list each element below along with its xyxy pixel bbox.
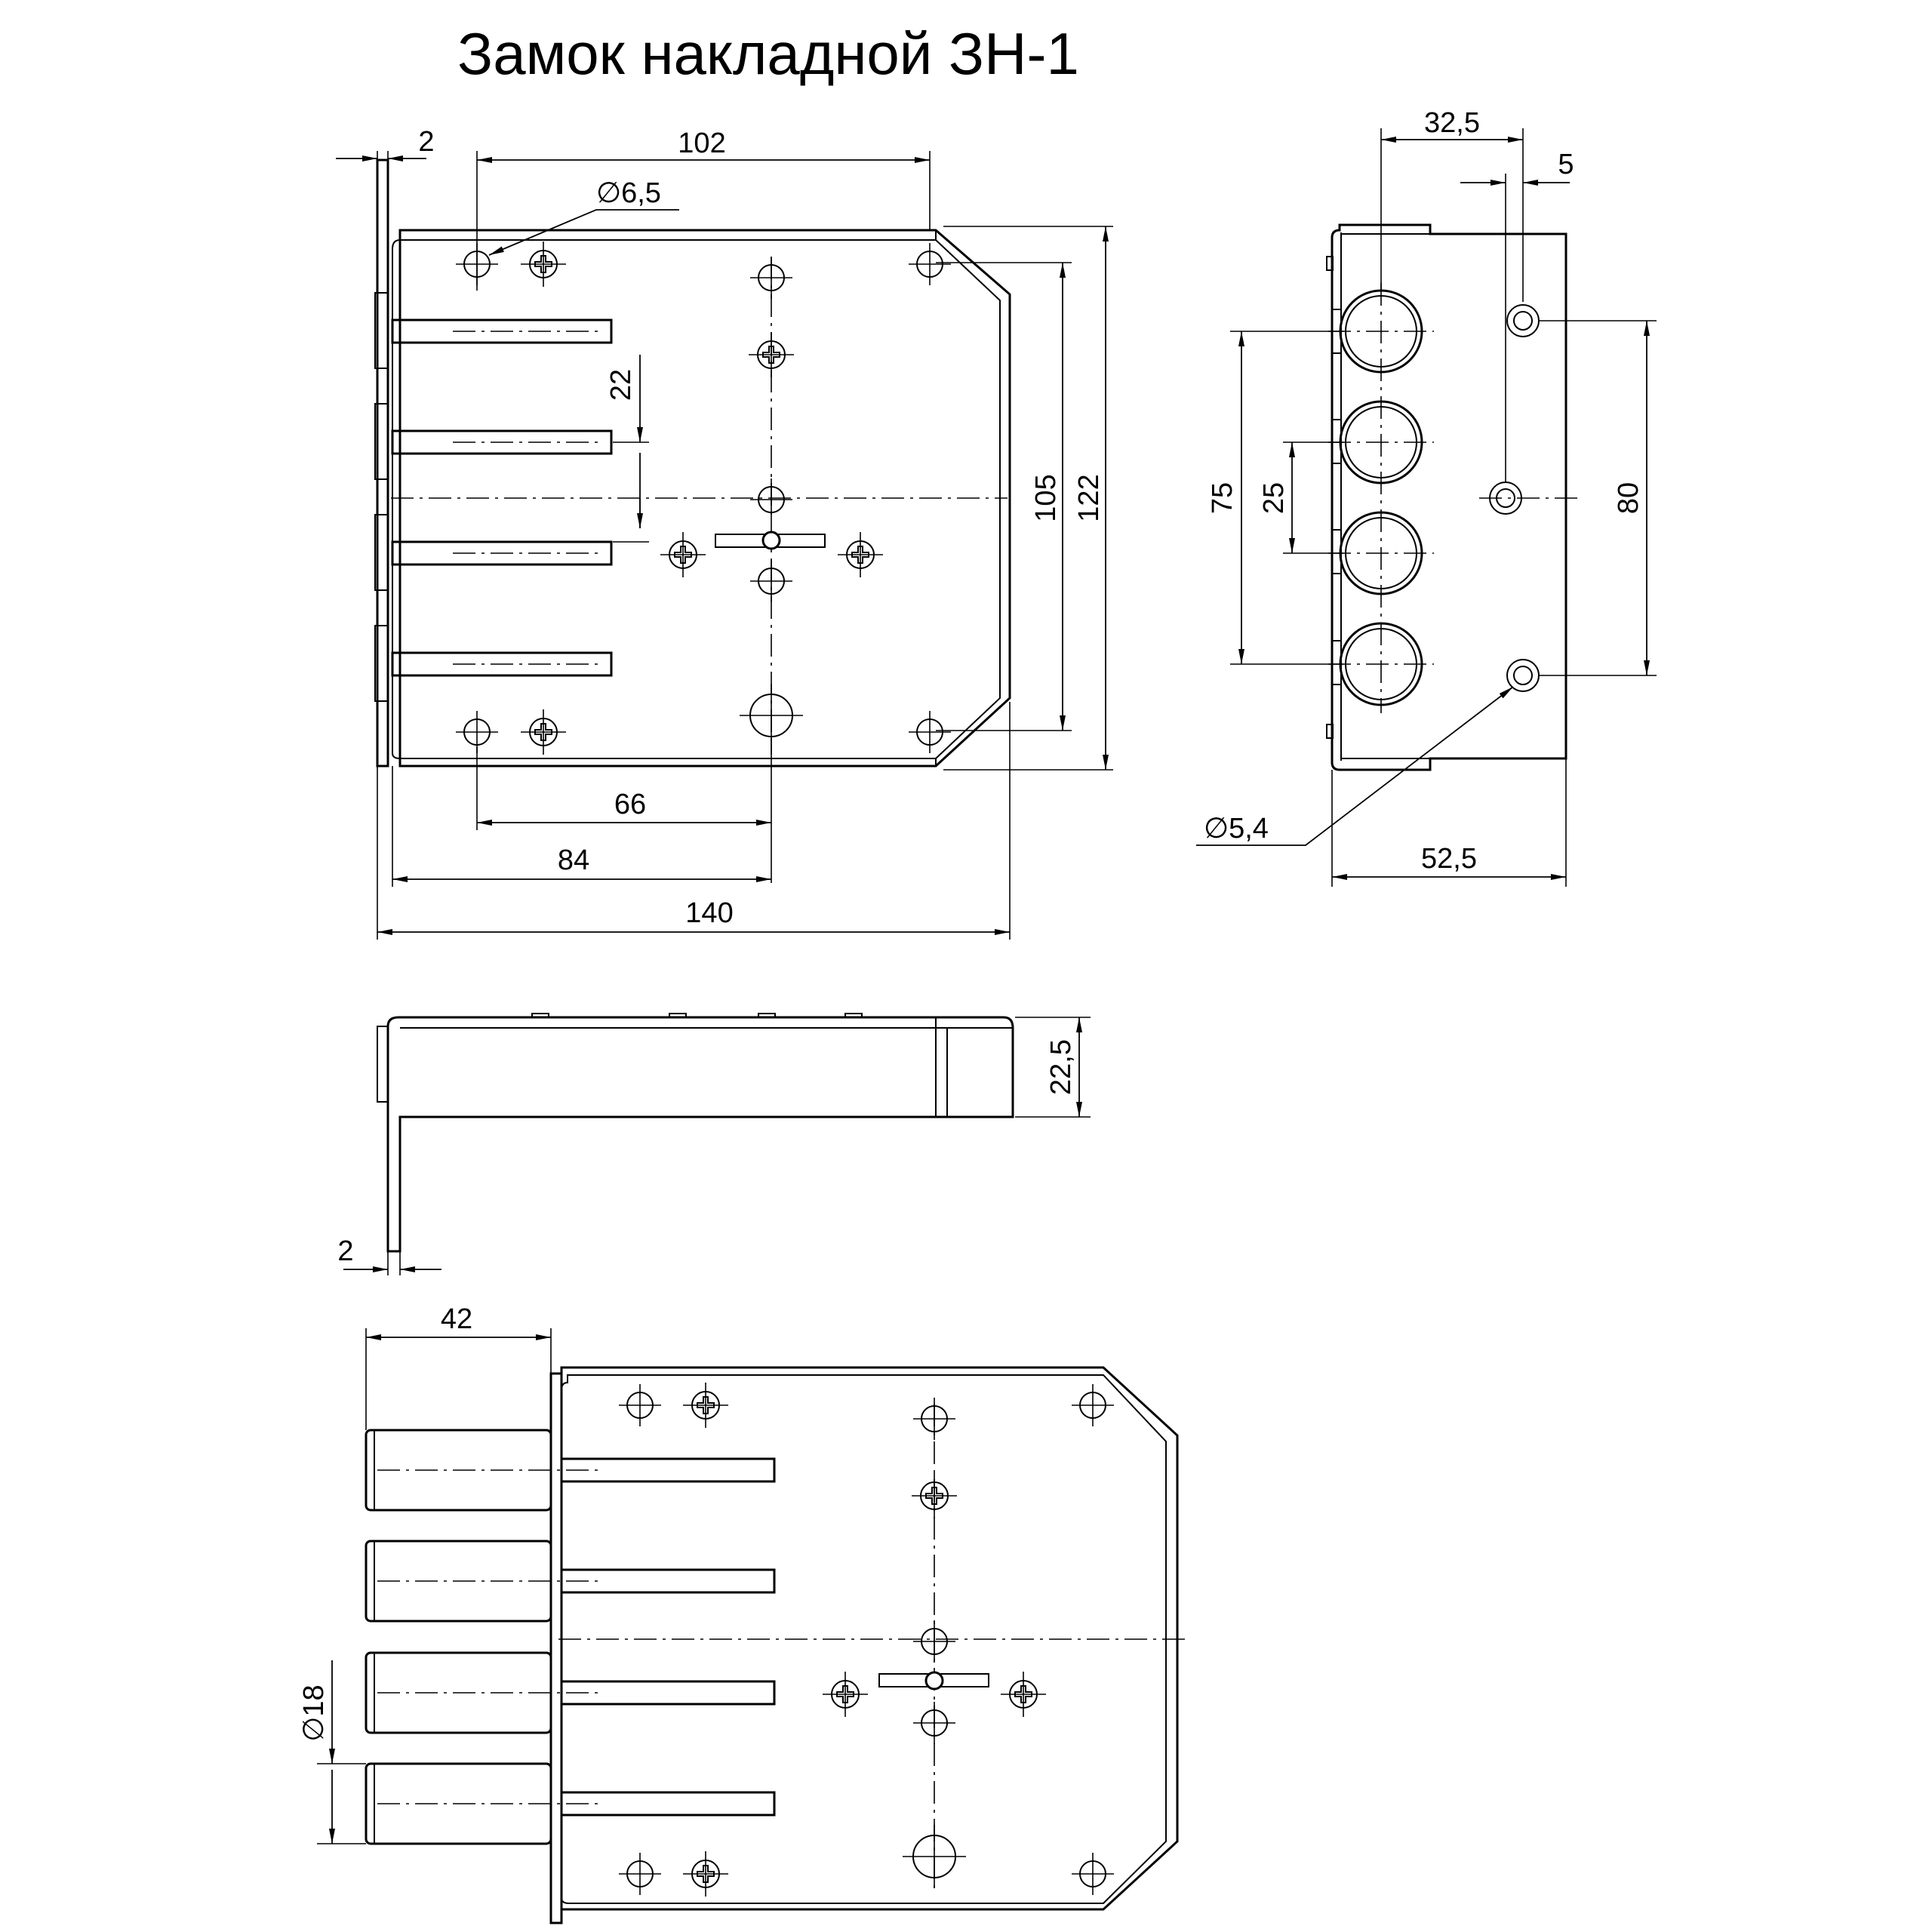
side-bolt-ends xyxy=(1328,283,1434,713)
latch-lever xyxy=(715,531,826,550)
dim-pitch: 32,5 xyxy=(1424,107,1480,139)
small-hole xyxy=(912,1620,956,1663)
top-body-outline xyxy=(386,1016,1014,1253)
dim-top-width: 102 xyxy=(678,128,725,159)
screw xyxy=(660,531,706,578)
dim-mount-dia: ∅5,4 xyxy=(1204,813,1269,844)
screw xyxy=(837,531,884,578)
screw xyxy=(822,1671,869,1718)
mount-hole xyxy=(1071,1383,1115,1427)
front-flange xyxy=(376,158,389,768)
side-mount-holes xyxy=(1479,304,1581,692)
dim-to-key-66: 66 xyxy=(614,789,646,820)
extended-bolts xyxy=(365,1429,776,1845)
small-hole xyxy=(749,559,793,603)
dim-to-key-84: 84 xyxy=(558,844,589,876)
dim-top-flange: 2 xyxy=(337,1235,353,1267)
dim-bolt-dia: ∅18 xyxy=(298,1684,330,1741)
dim-bolt-spacing: 22 xyxy=(605,369,637,401)
dim-thickness: 22,5 xyxy=(1045,1039,1077,1095)
mount-hole xyxy=(908,710,952,754)
side-body-outline xyxy=(1331,223,1567,771)
mount-hole xyxy=(618,1852,662,1896)
small-hole xyxy=(749,478,793,521)
dim-bolt-throw: 42 xyxy=(441,1303,472,1335)
dim-span-75: 75 xyxy=(1207,482,1238,514)
side-view: 32,5 5 75 25 80 ∅5,4 xyxy=(1196,107,1657,887)
mount-hole xyxy=(455,710,499,754)
dim-offset: 5 xyxy=(1558,149,1574,180)
screw xyxy=(1000,1671,1047,1718)
small-hole xyxy=(912,1397,956,1441)
dim-total-width: 140 xyxy=(685,897,733,929)
dim-flange: 2 xyxy=(418,126,434,158)
dim-depth: 52,5 xyxy=(1421,843,1477,875)
screw xyxy=(682,1382,729,1429)
screw xyxy=(911,1472,958,1519)
screw xyxy=(520,241,567,288)
side-dimensions: 32,5 5 75 25 80 ∅5,4 xyxy=(1196,107,1657,887)
dim-span-80: 80 xyxy=(1613,482,1644,514)
screw xyxy=(520,709,567,755)
key-hole xyxy=(739,683,804,748)
front-dimensions: 2 102 ∅6,5 22 105 122 xyxy=(336,126,1113,940)
open-latch-lever xyxy=(878,1671,989,1690)
drawing-title: Замок накладной ЗН-1 xyxy=(457,20,1079,87)
mount-hole xyxy=(618,1383,662,1427)
open-view: 42 ∅18 xyxy=(298,1303,1185,1924)
screw xyxy=(682,1850,729,1897)
dim-span-25: 25 xyxy=(1258,482,1290,514)
small-hole xyxy=(912,1701,956,1745)
key-hole xyxy=(902,1824,967,1889)
mount-hole xyxy=(908,242,952,286)
top-dimensions: 22,5 2 xyxy=(337,1017,1091,1275)
dim-inner-height: 105 xyxy=(1030,474,1062,521)
screw xyxy=(748,331,795,378)
front-view: 2 102 ∅6,5 22 105 122 xyxy=(336,126,1113,940)
top-view: 22,5 2 xyxy=(337,1013,1091,1275)
front-bolts xyxy=(391,318,613,677)
dim-hole-dia: ∅6,5 xyxy=(596,177,661,209)
open-body-outline xyxy=(560,1366,1179,1911)
dim-total-height: 122 xyxy=(1073,474,1105,521)
small-hole xyxy=(749,256,793,300)
mount-hole xyxy=(1071,1852,1115,1896)
open-dimensions: 42 ∅18 xyxy=(298,1303,552,1844)
